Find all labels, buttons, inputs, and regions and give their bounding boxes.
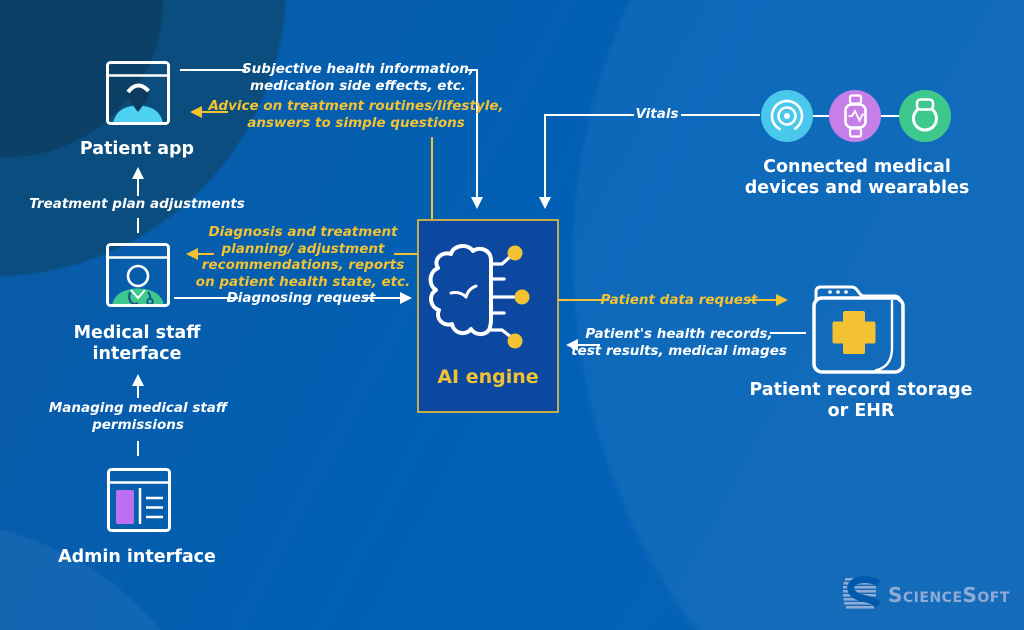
ehr-title: Patient record storage or EHR <box>749 380 973 421</box>
devices-title: Connected medical devices and wearables <box>744 157 970 198</box>
patient-app-title: Patient app <box>79 139 195 159</box>
yellow-arrows <box>186 106 788 306</box>
flow-label-treatment-plan: Treatment plan adjustments <box>29 196 245 212</box>
flow-label-health-records: Patient's health records, test results, … <box>571 326 787 359</box>
admin-title: Admin interface <box>58 547 216 567</box>
sciencesoft-logo-icon <box>843 576 882 609</box>
ai-engine-title: AI engine <box>437 366 539 388</box>
medical-staff-title: Medical staff interface <box>73 323 201 364</box>
flow-label-advice: Advice on treatment routines/lifestyle, … <box>208 98 504 131</box>
arrow-vitals-into-ai <box>539 114 634 209</box>
arrow-subjective-into-ai <box>468 69 483 209</box>
smart-ring-icon <box>899 90 951 142</box>
browser-window-patient-icon <box>106 61 170 125</box>
flow-label-vitals: Vitals <box>635 106 679 122</box>
flow-label-patient-data-request: Patient data request <box>600 292 758 308</box>
flow-label-managing: Managing medical staff permissions <box>48 400 228 433</box>
browser-window-list-icon <box>107 468 171 532</box>
ai-engine-box <box>417 219 559 413</box>
flow-label-diagnosing-request: Diagnosing request <box>226 290 376 306</box>
sciencesoft-logo: ScienceSoft <box>843 578 1010 612</box>
browser-window-doctor-icon <box>106 243 170 307</box>
flow-label-subjective: Subjective health information, medicatio… <box>241 61 475 94</box>
wireless-sensor-icon <box>761 90 813 142</box>
logo-text: ScienceSoft <box>888 583 1010 607</box>
device-icons <box>761 90 951 142</box>
smartwatch-icon <box>829 90 881 142</box>
medical-cross <box>832 311 876 354</box>
flow-label-diagnosis: Diagnosis and treatment planning/ adjust… <box>195 224 411 291</box>
medical-folder-icon <box>812 285 905 374</box>
brain-circuit-icon <box>428 244 530 349</box>
